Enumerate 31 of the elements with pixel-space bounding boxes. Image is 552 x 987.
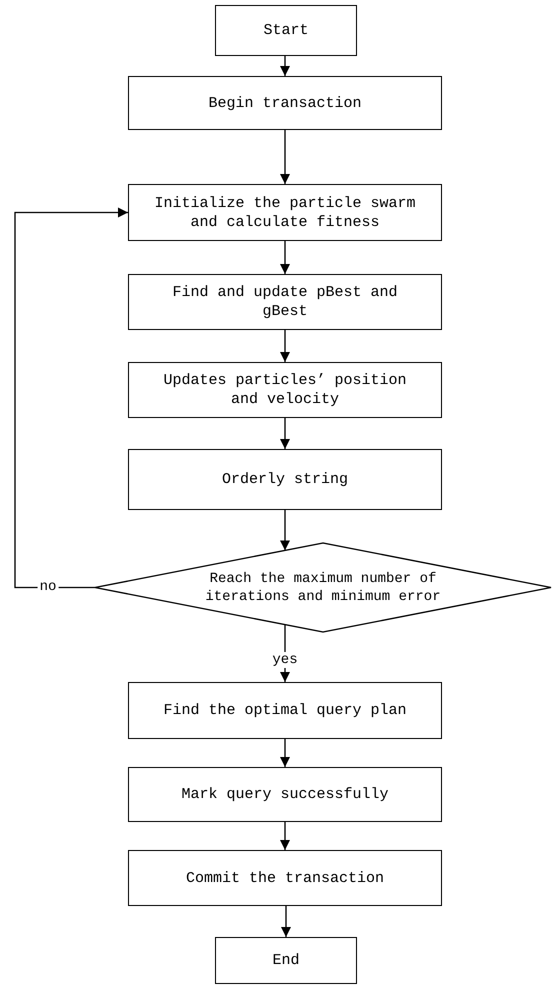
step-label: Initialize the particle swarm and calculate fitness <box>153 194 417 232</box>
step-label: End <box>272 951 300 970</box>
process-box <box>128 274 442 330</box>
process-box <box>128 362 442 418</box>
arrow <box>280 56 290 76</box>
process-box <box>128 767 442 822</box>
arrow <box>280 510 290 550</box>
arrow <box>280 739 290 767</box>
process-box <box>128 449 442 510</box>
step-label: Commit the transaction <box>186 868 384 888</box>
step-label: Find the optimal query plan <box>163 701 407 720</box>
step-label: Find and update pBest and gBest <box>171 283 399 321</box>
step-label: Updates particles’ position and velocity <box>162 371 408 409</box>
arrow <box>280 418 290 449</box>
arrow <box>281 906 291 937</box>
step-label: Mark query successfully <box>181 785 389 804</box>
process-box <box>128 184 442 241</box>
arrow <box>280 330 290 362</box>
arrow <box>280 822 290 850</box>
step-label: Orderly string <box>222 470 348 489</box>
process-box <box>128 850 442 906</box>
process-box <box>128 76 442 130</box>
step-label: Reach the maximum number of iterations and minimum error <box>204 570 442 606</box>
process-box <box>128 682 442 739</box>
process-box <box>215 5 357 56</box>
step-label: Start <box>263 21 308 40</box>
arrow <box>280 130 290 184</box>
arrow <box>280 241 290 274</box>
arrow <box>14 208 128 588</box>
step-label: Begin transaction <box>208 94 362 112</box>
process-box <box>215 937 357 984</box>
